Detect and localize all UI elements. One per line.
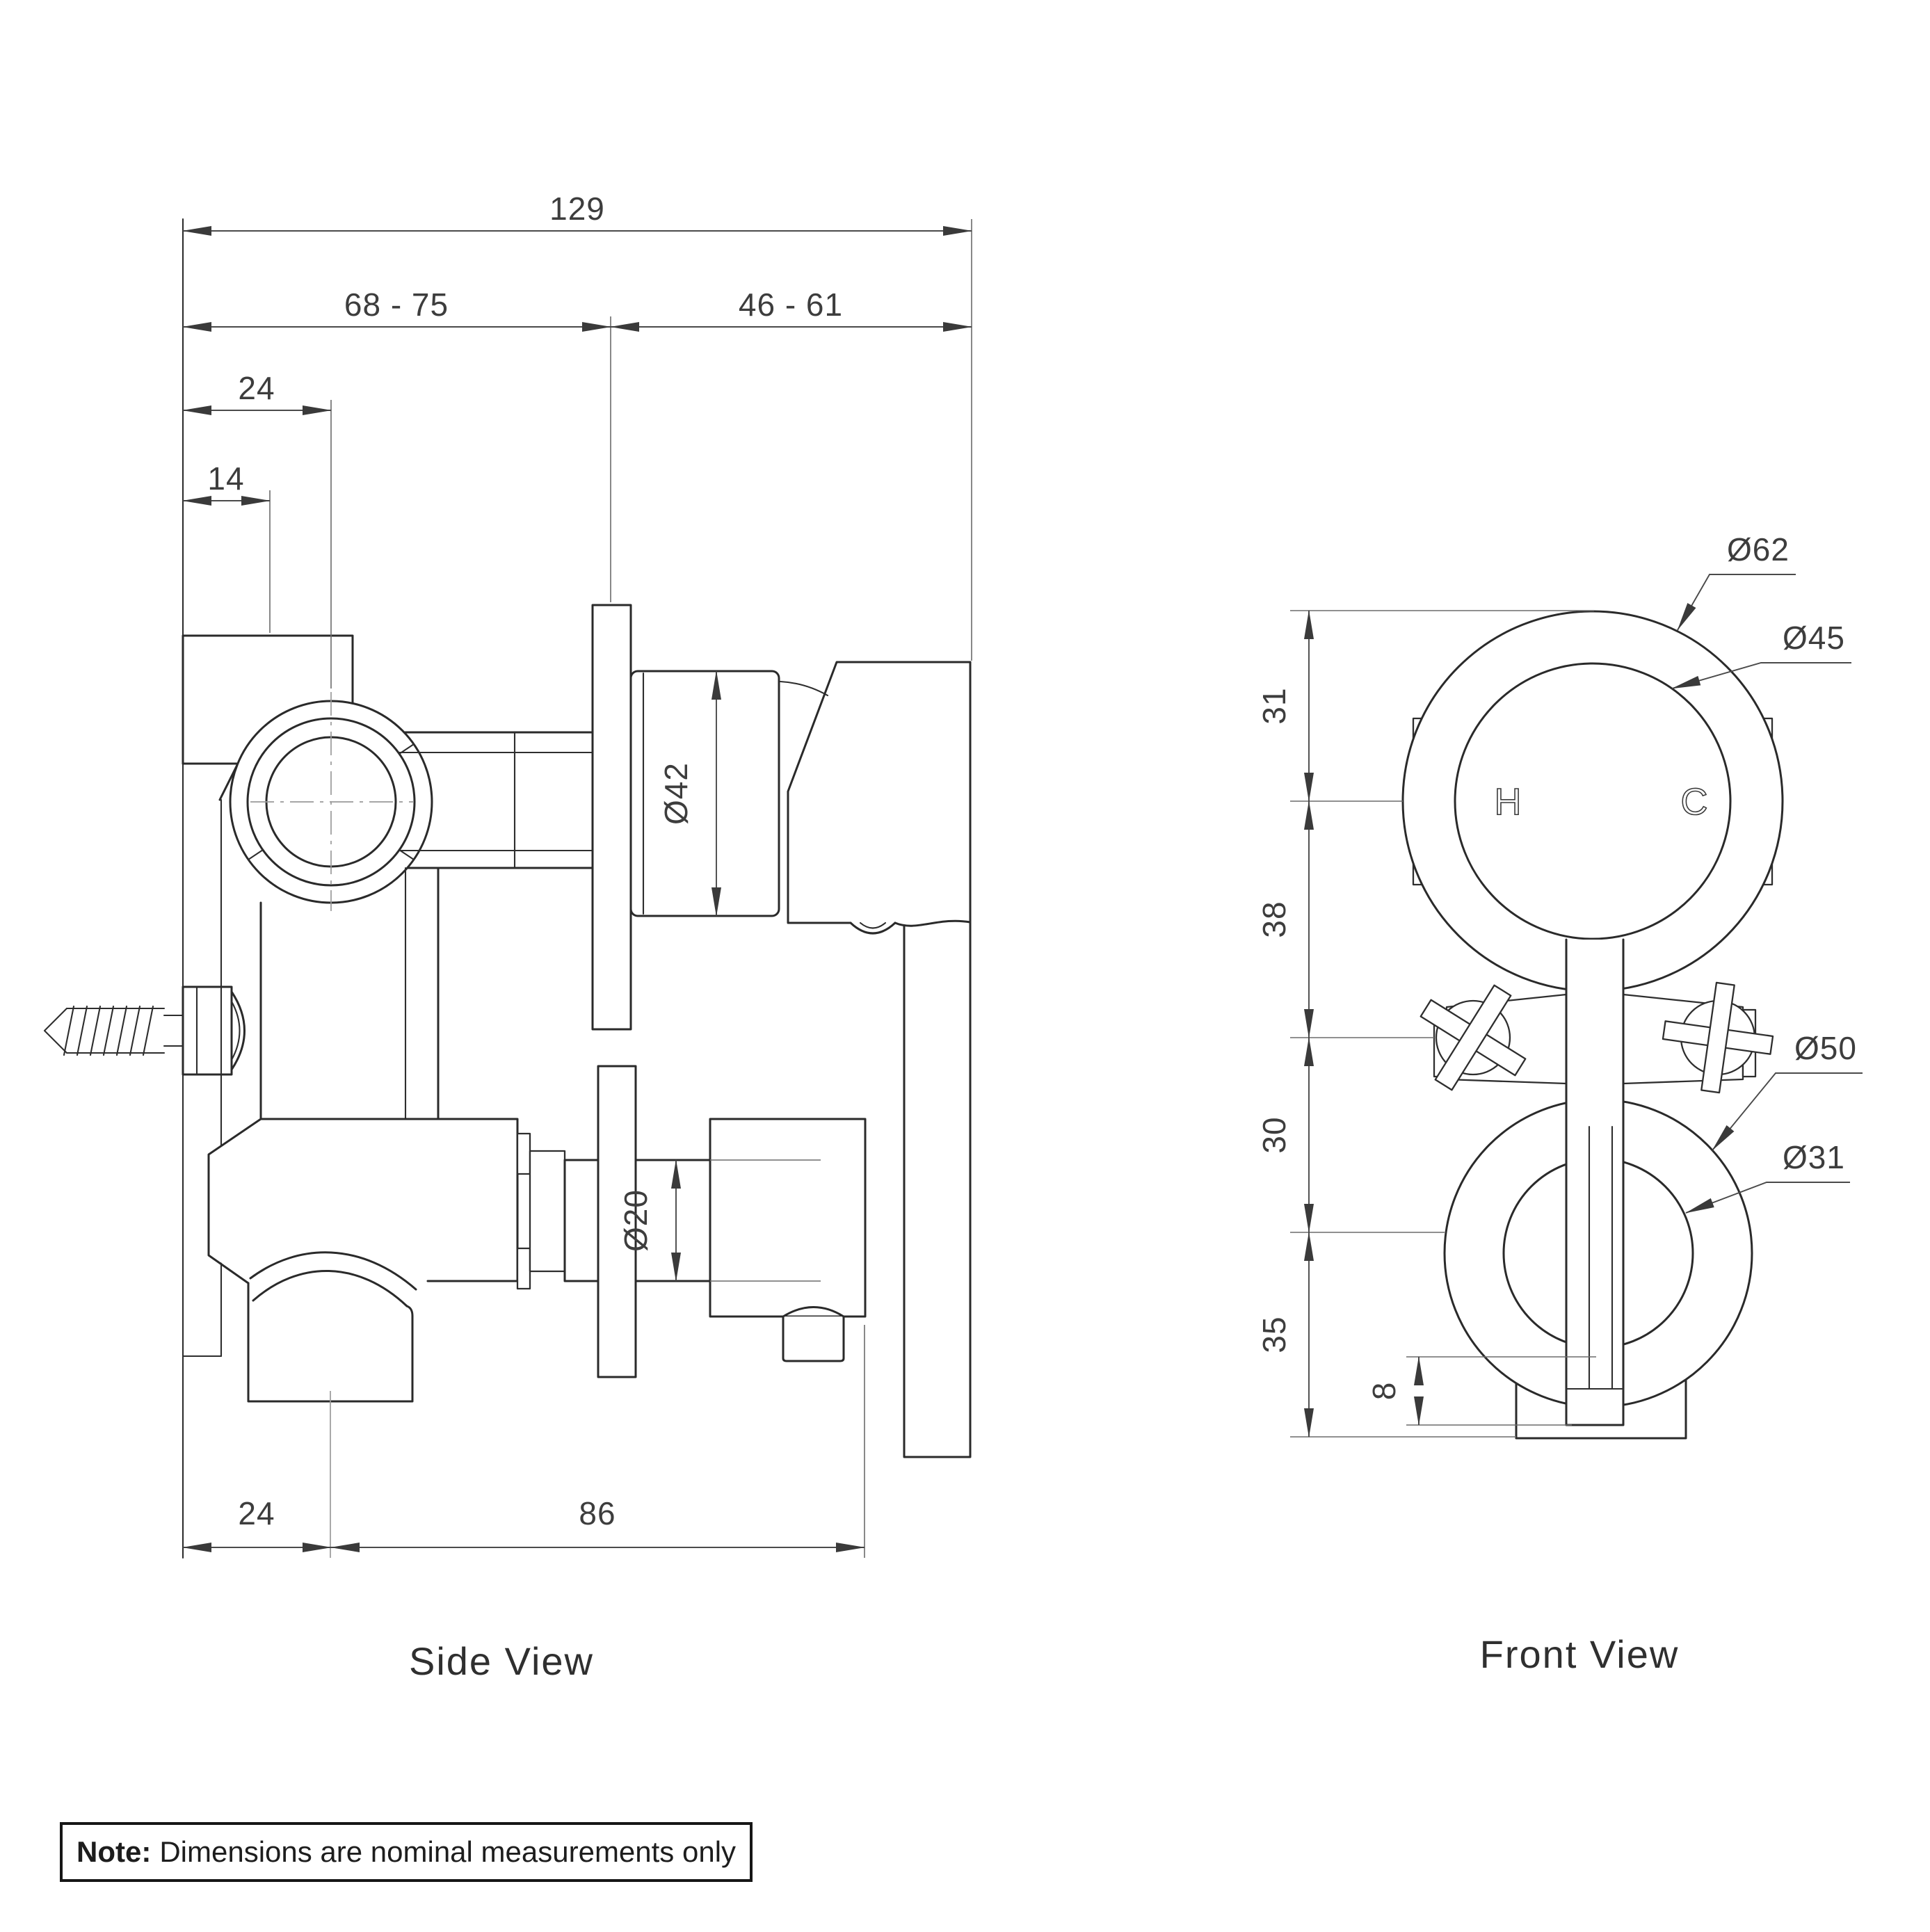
screw-right (1662, 981, 1774, 1094)
dial-inner-circle (1454, 662, 1732, 940)
handle-fillet (779, 680, 829, 697)
dim-35-label: 35 (1256, 1316, 1292, 1353)
dim-31-label: 31 (1256, 687, 1292, 724)
housing-outline (207, 1118, 519, 1285)
leader-31 (1685, 1182, 1850, 1214)
dim-42-label: Ø42 (658, 762, 694, 825)
dim-20-label: Ø20 (618, 1189, 654, 1252)
inlet-block (182, 634, 354, 765)
spout-curve-inner (252, 1269, 408, 1307)
note-text: Dimensions are nominal measurements only (159, 1835, 737, 1868)
trim-cylinder (629, 670, 780, 917)
side-view: 129 68 - 75 46 - 61 24 14 Ø42 Ø20 24 86 … (43, 191, 972, 1683)
mounting-lug-joints (195, 985, 223, 1076)
outlet-nipple (782, 1317, 845, 1362)
front-view-geometry: H C (1401, 610, 1784, 1440)
side-view-geometry (43, 218, 972, 1559)
handle-bottom-wave (894, 919, 972, 927)
cold-marker: C (1681, 781, 1708, 823)
dim-24-bottom-label: 24 (238, 1495, 275, 1531)
dim-8-label: 8 (1366, 1382, 1402, 1401)
mounting-screw (43, 1005, 184, 1056)
dim-62-label: Ø62 (1727, 531, 1790, 567)
upper-wall-flange (591, 604, 632, 1031)
note-label: Note: (77, 1835, 152, 1868)
screw-left (1420, 984, 1527, 1091)
lever-stem-slot (1565, 1125, 1625, 1390)
dim-68-75-label: 68 - 75 (344, 287, 449, 323)
down-pipe (247, 1282, 414, 1403)
dim-46-61-label: 46 - 61 (739, 287, 843, 323)
leader-45 (1671, 662, 1851, 689)
front-view-title: Front View (1480, 1632, 1680, 1676)
mounting-lug (182, 985, 233, 1076)
leader-62 (1677, 574, 1796, 631)
leader-50 (1712, 1072, 1863, 1151)
note-box: Note: Dimensions are nominal measurement… (60, 1822, 753, 1882)
lower-wall-flange (597, 1065, 637, 1378)
handle-grub-dome-inner (859, 921, 887, 929)
front-view: H C (1256, 531, 1863, 1676)
spout-neck (563, 1159, 711, 1282)
dim-50-label: Ø50 (1794, 1030, 1857, 1066)
housing-step-mid (529, 1150, 566, 1273)
front-view-dimensions: 31 38 30 35 8 Ø62 Ø45 Ø50 Ø31 (1256, 531, 1863, 1438)
spout-curve-outer (249, 1251, 417, 1291)
dim-129-label: 129 (549, 191, 605, 227)
side-view-title: Side View (409, 1639, 594, 1683)
handle-body (787, 661, 972, 924)
lug-dome (230, 990, 246, 1071)
lever-rod (903, 661, 972, 1458)
dim-31dia-label: Ø31 (1783, 1139, 1845, 1175)
handle-fill (788, 662, 970, 924)
dim-24-top-label: 24 (238, 370, 275, 406)
hot-marker: H (1495, 781, 1522, 823)
dim-38-label: 38 (1256, 901, 1292, 937)
housing-step-lower (516, 1247, 531, 1290)
lug-dome-inner (230, 1000, 241, 1061)
side-view-dimensions: 129 68 - 75 46 - 61 24 14 Ø42 Ø20 24 86 (182, 191, 972, 1558)
handle-grub-dome (849, 921, 896, 935)
cartridge-arm-joints (397, 731, 594, 869)
outlet-nipple-dome (782, 1306, 845, 1318)
lever-stem (1565, 938, 1625, 1426)
outlet-block (709, 1118, 867, 1318)
housing-fill (209, 1119, 517, 1281)
dim-14-label: 14 (207, 460, 244, 497)
body-column (259, 867, 440, 1120)
inlet-block-chamfer (218, 764, 239, 801)
dim-30-label: 30 (1256, 1116, 1292, 1153)
housing-step-upper (516, 1132, 531, 1175)
dim-45-label: Ø45 (1783, 620, 1845, 656)
lever-stem-fill (1566, 940, 1623, 1425)
dim-86-label: 86 (579, 1495, 616, 1531)
